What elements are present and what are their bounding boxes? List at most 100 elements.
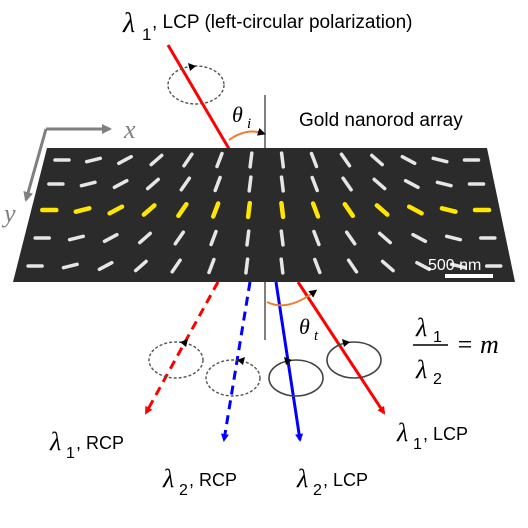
- nanorod: [279, 151, 286, 169]
- nanorod: [179, 176, 192, 192]
- nanorod: [145, 177, 160, 191]
- nanorod: [67, 234, 85, 242]
- nanorod: [84, 156, 103, 164]
- nanorod: [138, 231, 152, 245]
- xy-axes: x y: [1, 115, 136, 228]
- nanorod-array: [26, 151, 503, 275]
- theta-t-label: θ t: [299, 314, 319, 344]
- svg-text:λ: λ: [122, 8, 135, 39]
- sample-label: Gold nanorod array: [299, 110, 463, 131]
- svg-text:1: 1: [413, 436, 422, 453]
- nanorod: [313, 257, 322, 275]
- nanorod: [244, 257, 250, 275]
- svg-text:, LCP: , LCP: [423, 424, 468, 444]
- nanorod: [102, 232, 119, 244]
- scale-bar-label: 500 nm: [428, 257, 481, 274]
- wavelength-ratio-formula: λ 1 λ 2 = m: [413, 313, 499, 388]
- nanorod: [209, 229, 218, 247]
- nanorod: [344, 230, 357, 246]
- nanorod: [380, 259, 395, 273]
- nanorod: [403, 178, 420, 190]
- nanorod: [279, 257, 285, 275]
- svg-text:λ: λ: [162, 464, 174, 493]
- nanorod: [346, 258, 359, 274]
- nanorod: [97, 260, 114, 272]
- nanorod: [372, 177, 387, 191]
- nanorod: [339, 152, 352, 168]
- polarization-ellipse-lambda1-rcp: [148, 339, 204, 379]
- svg-text:, RCP: , RCP: [76, 433, 124, 453]
- svg-text:, RCP: , RCP: [189, 470, 237, 490]
- polarization-ellipse-lambda1-lcp: [326, 339, 382, 379]
- incident-label: λ 1 , LCP (left-circular polarization): [122, 8, 412, 44]
- nanorod: [112, 178, 129, 190]
- nanorod: [61, 262, 79, 270]
- highlighted-nanorod: [406, 204, 424, 216]
- svg-text:λ: λ: [396, 418, 408, 447]
- svg-text:= m: = m: [456, 330, 499, 359]
- svg-text:λ: λ: [49, 427, 61, 456]
- svg-text:, LCP (left-circular polarizat: , LCP (left-circular polarization): [152, 12, 412, 33]
- nanorod: [170, 258, 182, 274]
- nanorod: [279, 229, 285, 247]
- highlighted-nanorod: [245, 200, 253, 220]
- nanorod: [117, 154, 133, 166]
- svg-text:θ: θ: [232, 102, 243, 127]
- beam-lambda1-lcp: [296, 281, 386, 415]
- svg-text:2: 2: [313, 482, 322, 499]
- nanorod: [213, 175, 222, 193]
- highlighted-nanorod: [342, 201, 356, 219]
- svg-text:λ: λ: [415, 313, 427, 342]
- highlighted-nanorod: [374, 203, 390, 217]
- nanorod: [411, 232, 428, 244]
- scale-bar: [445, 274, 493, 278]
- output-label-lambda1-rcp: λ 1 , RCP: [49, 427, 124, 462]
- axis-y-label: y: [1, 199, 16, 228]
- nanorod: [431, 156, 449, 164]
- output-label-lambda1-lcp: λ 1 , LCP: [396, 418, 468, 453]
- nanorod: [182, 152, 194, 168]
- nanorod: [173, 230, 186, 246]
- nanorod: [309, 151, 319, 169]
- output-label-lambda2-rcp: λ 2 , RCP: [162, 464, 237, 499]
- nanorod: [435, 180, 453, 188]
- highlighted-nanorod: [176, 201, 189, 219]
- nanorod: [415, 260, 432, 272]
- svg-text:, LCP: , LCP: [323, 470, 368, 490]
- nanorod: [312, 229, 321, 247]
- incident-polarization-ellipse: [167, 63, 225, 105]
- nanorod: [279, 175, 285, 193]
- highlighted-nanorod: [310, 201, 321, 219]
- highlighted-nanorod: [279, 200, 286, 220]
- nanorod: [247, 175, 253, 193]
- highlighted-nanorod: [73, 206, 92, 214]
- nanorod: [400, 154, 417, 166]
- nanorod: [207, 257, 216, 275]
- theta-i-arc: [228, 127, 266, 141]
- theta-i-label: θ i: [232, 102, 251, 132]
- highlighted-nanorod: [210, 201, 221, 219]
- theta-t-arc: [266, 289, 318, 307]
- beam-lambda1-rcp: [144, 281, 220, 415]
- svg-text:t: t: [314, 328, 319, 344]
- highlighted-nanorod: [439, 206, 458, 214]
- nanorod: [245, 229, 251, 247]
- svg-text:θ: θ: [299, 314, 310, 339]
- svg-text:λ: λ: [296, 464, 308, 493]
- nanorod: [444, 234, 463, 242]
- nanorod: [133, 259, 148, 273]
- polarization-ellipse-lambda2-lcp: [268, 357, 324, 397]
- nanorod: [215, 151, 224, 169]
- nanorod: [377, 231, 392, 245]
- nanorod: [310, 175, 319, 193]
- nanorod: [79, 180, 97, 188]
- nanorod: [248, 151, 254, 169]
- nanorod: [449, 262, 467, 270]
- nanorod: [149, 153, 164, 167]
- output-label-lambda2-lcp: λ 2 , LCP: [296, 464, 368, 499]
- nanorod: [370, 153, 384, 167]
- axis-x-label: x: [123, 115, 136, 144]
- svg-text:i: i: [247, 116, 251, 132]
- nanorod: [341, 176, 353, 192]
